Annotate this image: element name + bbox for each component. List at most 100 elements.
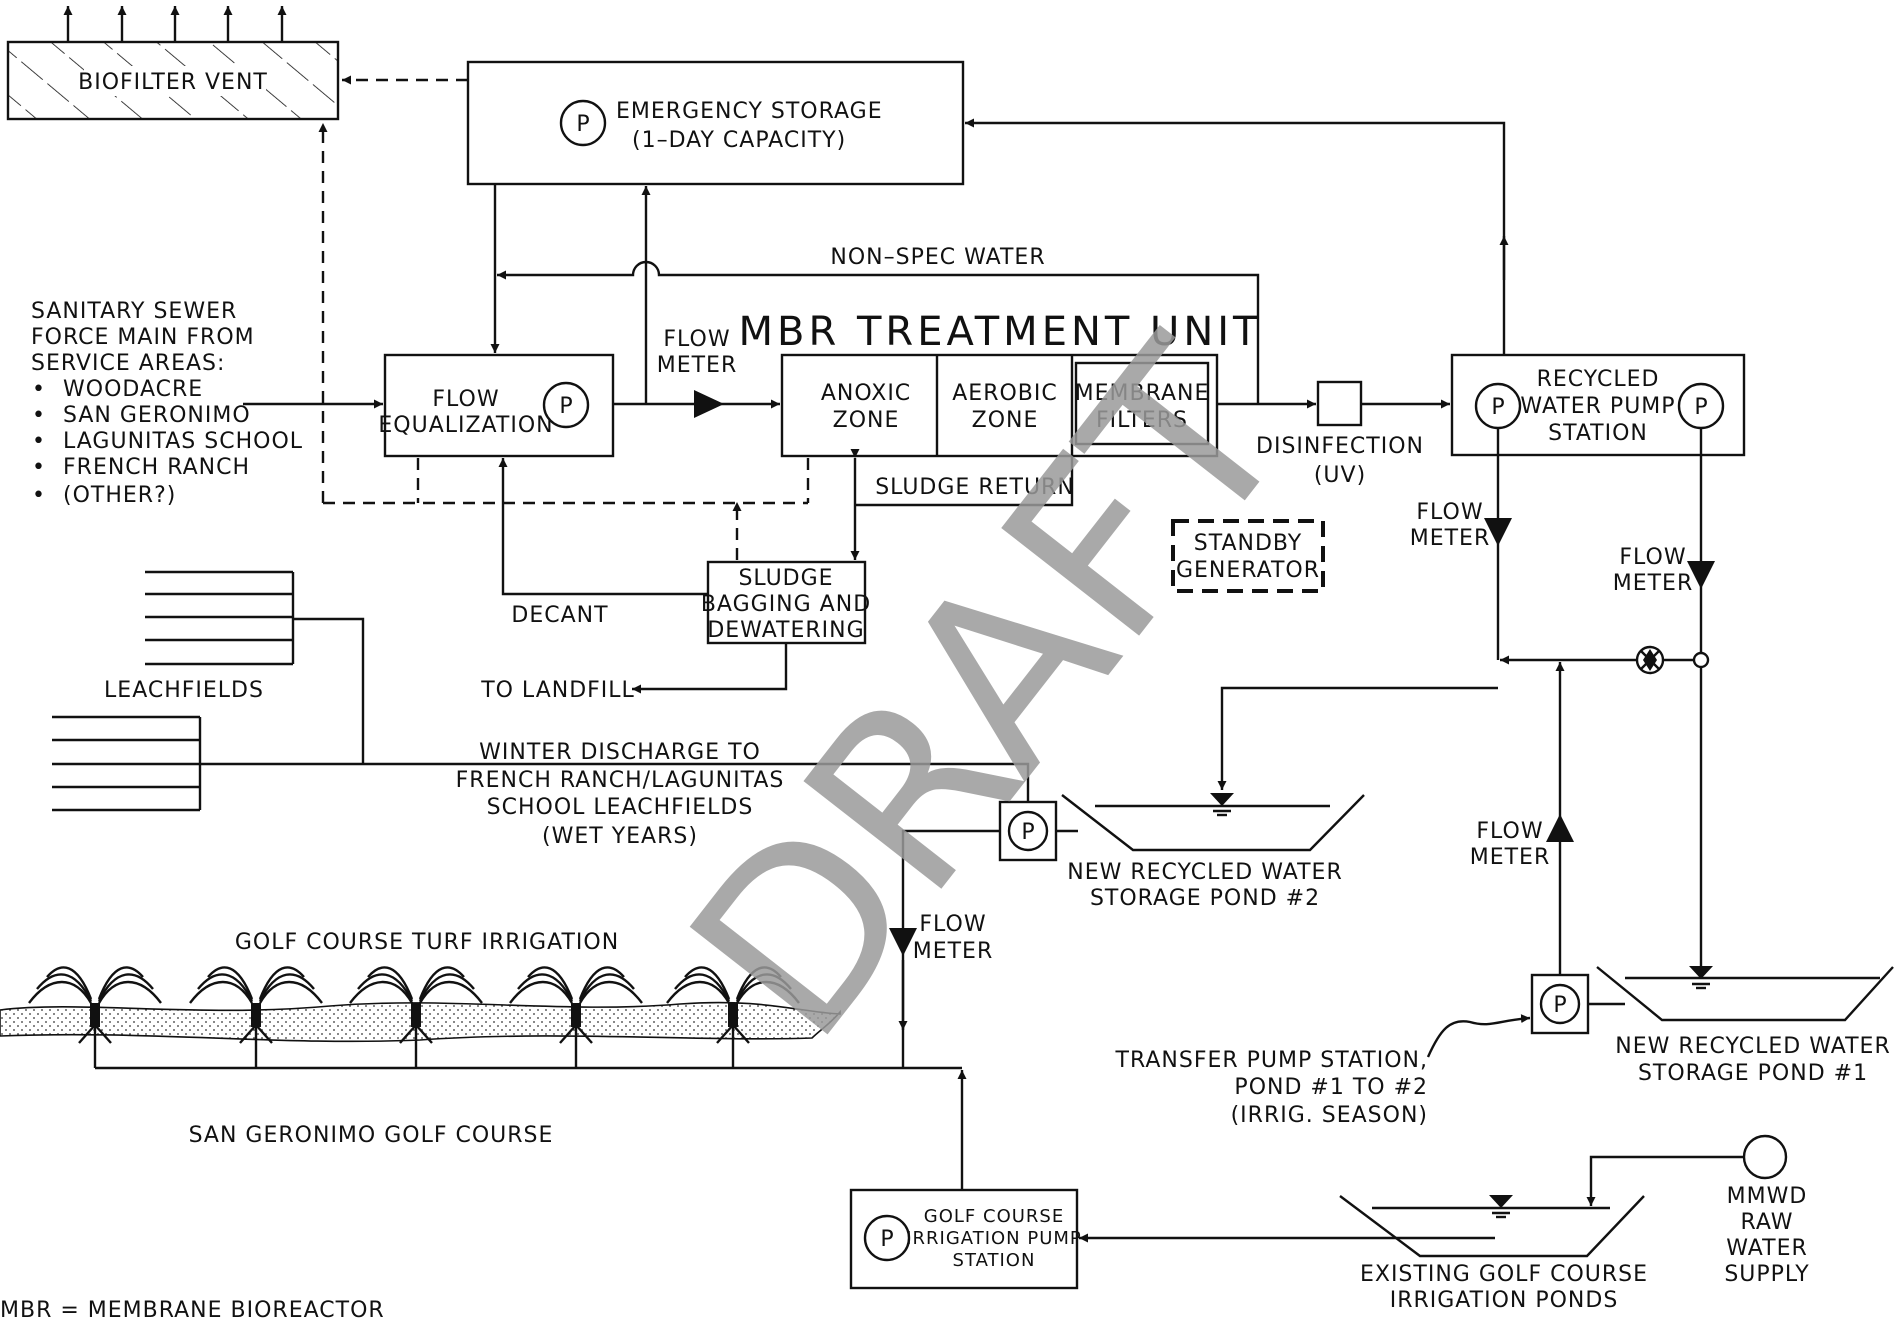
pump-symbol: P [576, 112, 589, 137]
flow-label: FLOW [1476, 819, 1543, 844]
flow-meter-mbr: FLOW METER [657, 327, 738, 418]
sewer-label-3: SERVICE AREAS: [31, 351, 225, 376]
recycled-pump-label-3: STATION [1548, 421, 1648, 446]
service-area: (OTHER?) [63, 483, 176, 508]
standby-generator-label-2: GENERATOR [1176, 558, 1320, 583]
golf-pump-label-3: STATION [953, 1250, 1036, 1271]
golf-pump-label-2: IRRIGATION PUMP [906, 1228, 1082, 1249]
pump-symbol: P [1553, 993, 1566, 1018]
bullet: • [32, 455, 46, 480]
existing-irrigation-ponds: EXISTING GOLF COURSE IRRIGATION PONDS [1079, 1195, 1648, 1313]
membrane-filters-label-2: FILTERS [1096, 408, 1188, 433]
meter-label: METER [1470, 845, 1551, 870]
sewer-label-2: FORCE MAIN FROM [31, 325, 255, 350]
pump-symbol: P [1491, 395, 1504, 420]
meter-label: METER [913, 939, 994, 964]
golf-turf-label: GOLF COURSE TURF IRRIGATION [235, 930, 619, 955]
disinfection-label: DISINFECTION [1256, 434, 1424, 459]
mbr-title: MBR TREATMENT UNIT [739, 309, 1262, 355]
pond1-label-2: STORAGE POND #1 [1638, 1061, 1868, 1086]
emergency-storage-capacity: (1–DAY CAPACITY) [632, 128, 846, 153]
bullet: • [32, 377, 46, 402]
storage-pond-1: NEW RECYCLED WATER STORAGE POND #1 [1596, 966, 1894, 1086]
aerobic-zone-label-1: AEROBIC [952, 381, 1058, 406]
recycled-pump-label-2: WATER PUMP [1520, 394, 1675, 419]
pump-symbol: P [559, 394, 572, 419]
standby-generator: STANDBY GENERATOR [1171, 519, 1325, 593]
membrane-filters-label-1: MEMBRANE [1075, 381, 1210, 406]
pond1-label-1: NEW RECYCLED WATER [1615, 1034, 1890, 1059]
vent-arrows [63, 6, 287, 42]
sewer-force-main-label: SANITARY SEWER FORCE MAIN FROM SERVICE A… [31, 299, 303, 508]
standby-generator-label-1: STANDBY [1194, 531, 1302, 556]
pump-symbol: P [880, 1227, 893, 1252]
sludge-label-3: DEWATERING [707, 618, 864, 643]
golf-course-turf: GOLF COURSE TURF IRRIGATION SAN GERONIMO… [0, 930, 962, 1148]
flow-eq-label-1: FLOW [432, 387, 499, 412]
mmwd-label-3: WATER [1726, 1236, 1808, 1261]
meter-label: METER [657, 353, 738, 378]
recycled-water-pump-station: P P RECYCLED WATER PUMP STATION [1450, 353, 1746, 457]
biofilter-vent: BIOFILTER VENT [6, 6, 340, 121]
legend-mbr: MBR = MEMBRANE BIOREACTOR [0, 1298, 385, 1319]
sludge-label-1: SLUDGE [738, 566, 833, 591]
disinfection-uv: DISINFECTION (UV) [1256, 380, 1424, 488]
leachfields-label: LEACHFIELDS [104, 678, 264, 703]
flow-label: FLOW [663, 327, 730, 352]
winter-label-1: WINTER DISCHARGE TO [479, 740, 761, 765]
emergency-storage: P EMERGENCY STORAGE (1–DAY CAPACITY) [466, 60, 965, 186]
flow-equalization: FLOW EQUALIZATION P [378, 353, 615, 458]
golf-course-label: SAN GERONIMO GOLF COURSE [189, 1123, 554, 1148]
transfer-pump-station: P TRANSFER PUMP STATION, POND #1 TO #2 (… [1115, 973, 1625, 1128]
recycled-pump-label-1: RECYCLED [1537, 367, 1660, 392]
sludge-bagging-dewatering: SLUDGE BAGGING AND DEWATERING [701, 560, 870, 645]
to-landfill-label: TO LANDFILL [480, 678, 635, 703]
winter-label-2: FRENCH RANCH/LAGUNITAS [456, 768, 785, 793]
leachfields: LEACHFIELDS WINTER DISCHARGE TO FRENCH R… [52, 570, 1030, 849]
bullet: • [32, 429, 46, 454]
winter-label-4: (WET YEARS) [542, 824, 698, 849]
service-area: SAN GERONIMO [63, 403, 251, 428]
anoxic-zone-label-1: ANOXIC [821, 381, 911, 406]
service-area: LAGUNITAS SCHOOL [63, 429, 303, 454]
recycled-distribution: FLOW METER FLOW METER FLOW METER [1217, 428, 1715, 976]
bullet: • [32, 483, 46, 508]
service-area: WOODACRE [63, 377, 203, 402]
sewer-label-1: SANITARY SEWER [31, 299, 237, 324]
existing-ponds-label-1: EXISTING GOLF COURSE [1360, 1262, 1648, 1287]
aerobic-zone-label-2: ZONE [972, 408, 1039, 433]
pump-symbol: P [1021, 820, 1034, 845]
biofilter-vent-label: BIOFILTER VENT [78, 70, 268, 95]
transfer-label-2: POND #1 TO #2 [1234, 1075, 1428, 1100]
transfer-label-3: (IRRIG. SEASON) [1231, 1103, 1428, 1128]
pond2-label-1: NEW RECYCLED WATER [1067, 860, 1342, 885]
meter-label: METER [1613, 571, 1694, 596]
pond-2-pump: P FLOW METER [889, 800, 1078, 1068]
mmwd-label-4: SUPPLY [1724, 1262, 1809, 1287]
bullet: • [32, 403, 46, 428]
winter-label-3: SCHOOL LEACHFIELDS [487, 795, 754, 820]
pump-symbol: P [1694, 395, 1707, 420]
service-area: FRENCH RANCH [63, 455, 250, 480]
mmwd-label-2: RAW [1741, 1210, 1794, 1235]
vent-lines-dashed [318, 75, 810, 560]
pond2-label-2: STORAGE POND #2 [1090, 886, 1320, 911]
mmwd-raw-water-supply: MMWD RAW WATER SUPPLY [1586, 1134, 1809, 1287]
flow-label: FLOW [919, 912, 986, 937]
decant-label: DECANT [511, 603, 608, 628]
golf-pump-label-1: GOLF COURSE [924, 1206, 1064, 1227]
transfer-label-1: TRANSFER PUMP STATION, [1115, 1048, 1428, 1073]
golf-course-irrigation-pump-station: P GOLF COURSE IRRIGATION PUMP STATION [849, 1188, 1082, 1290]
existing-ponds-label-2: IRRIGATION PONDS [1390, 1288, 1619, 1313]
flow-label: FLOW [1416, 500, 1483, 525]
sludge-return-label: SLUDGE RETURN [875, 475, 1075, 500]
non-spec-water-label: NON–SPEC WATER [830, 245, 1045, 270]
mmwd-label-1: MMWD [1727, 1184, 1808, 1209]
anoxic-zone-label-2: ZONE [833, 408, 900, 433]
storage-pond-2: NEW RECYCLED WATER STORAGE POND #2 [1061, 793, 1365, 911]
emergency-storage-label: EMERGENCY STORAGE [616, 99, 883, 124]
meter-label: METER [1410, 526, 1491, 551]
mbr-treatment-unit: MBR TREATMENT UNIT ANOXIC ZONE AEROBIC Z… [739, 309, 1262, 458]
disinfection-uv-label: (UV) [1314, 463, 1366, 488]
